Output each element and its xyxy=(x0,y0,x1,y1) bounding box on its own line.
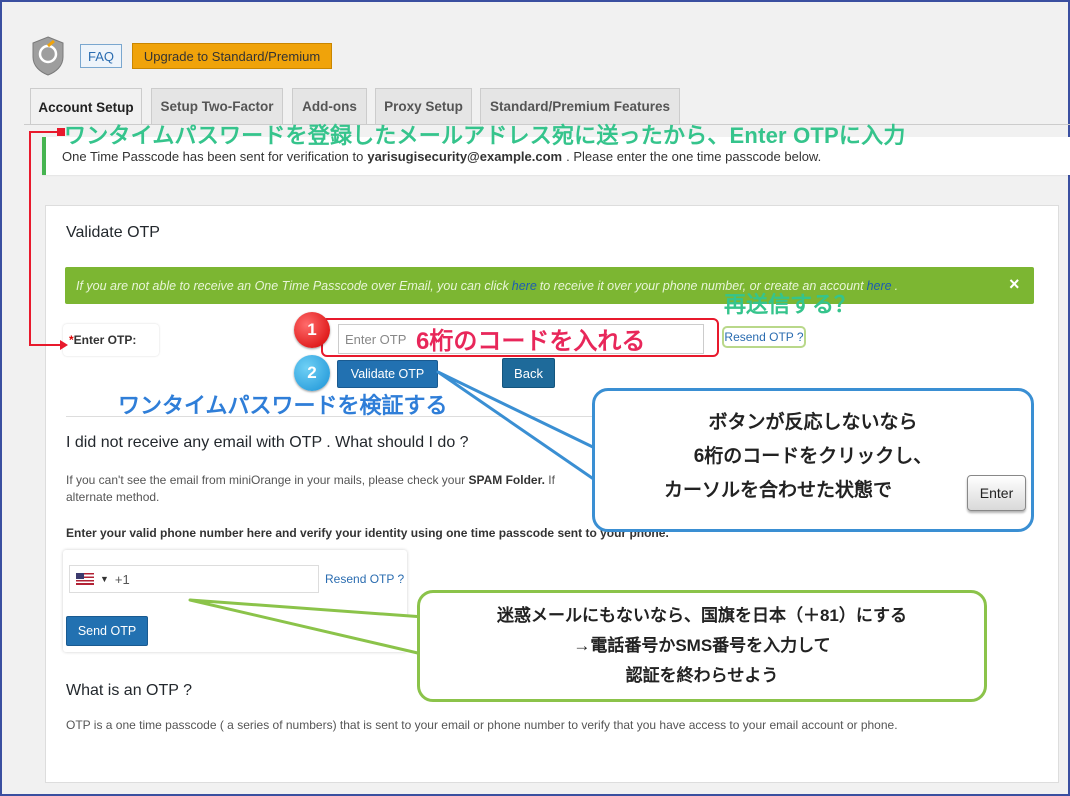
green-tip-line-1: 迷惑メールにもないなら、国旗を日本（＋81）にする xyxy=(496,606,908,625)
spam-text-3: alternate method. xyxy=(66,490,160,504)
otp-label-text: Enter OTP: xyxy=(73,333,137,347)
what-is-otp-text: OTP is a one time passcode ( a series of… xyxy=(66,718,898,732)
blue-tip-line-2: 6桁のコードをクリックし、 xyxy=(693,446,933,467)
step-2-badge: 2 xyxy=(294,355,330,391)
otp-input[interactable]: Enter OTP xyxy=(338,324,704,354)
validate-otp-title: Validate OTP xyxy=(66,224,160,241)
enter-key-icon: Enter xyxy=(967,475,1026,511)
phone-resend-otp-link[interactable]: Resend OTP ? xyxy=(325,572,405,586)
notice-message: One Time Passcode has been sent for veri… xyxy=(54,140,869,172)
resend-annotation: 再送信する？ xyxy=(724,292,857,317)
tab-add-ons[interactable]: Add-ons xyxy=(292,88,367,124)
validate-otp-button[interactable]: Validate OTP xyxy=(337,360,438,388)
email-sent-annotation: ワンタイムパスワードを登録したメールアドレス宛に送ったから、Enter OTPに… xyxy=(64,123,906,148)
plugin-logo-icon xyxy=(30,35,66,77)
green-tip-line-3: 認証を終わらせよう xyxy=(625,666,779,685)
tab-proxy-setup[interactable]: Proxy Setup xyxy=(375,88,472,124)
required-mark: * xyxy=(69,333,74,347)
alert-text-3: . xyxy=(894,278,899,293)
spam-help-text: If you can't see the email from miniOran… xyxy=(66,472,586,506)
what-is-otp-heading: What is an OTP ? xyxy=(66,682,192,699)
faq-button[interactable]: FAQ xyxy=(80,44,122,68)
section-divider xyxy=(66,416,596,417)
notice-suffix: . Please enter the one time passcode bel… xyxy=(566,148,822,164)
phone-here-link[interactable]: here xyxy=(511,278,537,293)
back-button[interactable]: Back xyxy=(502,358,555,388)
tab-premium-features[interactable]: Standard/Premium Features xyxy=(480,88,680,124)
alert-text-2: to receive it over your phone number, or… xyxy=(539,278,864,293)
spam-text-2: If xyxy=(548,473,555,487)
spam-folder-text: SPAM Folder. xyxy=(468,473,545,487)
phone-prefix: +1 xyxy=(114,571,130,587)
alternate-method-alert: If you are not able to receive an One Ti… xyxy=(65,267,1034,304)
spam-text-1: If you can't see the email from miniOran… xyxy=(66,473,466,487)
no-email-heading: I did not receive any email with OTP . W… xyxy=(66,434,469,451)
upgrade-button[interactable]: Upgrade to Standard/Premium xyxy=(132,43,332,69)
phone-number-input[interactable]: ▼ +1 xyxy=(69,565,319,593)
verify-annotation: ワンタイムパスワードを検証する xyxy=(118,393,448,418)
alert-text-1: If you are not able to receive an One Ti… xyxy=(76,278,509,293)
blue-tip-callout: ボタンが反応しないなら 6桁のコードをクリックし、 カーソルを合わせた状態で xyxy=(592,388,1034,532)
tab-divider xyxy=(24,124,1070,125)
green-tip-callout: 迷惑メールにもないなら、国旗を日本（＋81）にする →電話番号かSMS番号を入力… xyxy=(417,590,987,702)
blue-tip-line-1: ボタンが反応しないなら xyxy=(708,412,918,433)
close-icon[interactable]: × xyxy=(1009,274,1020,294)
send-otp-button[interactable]: Send OTP xyxy=(66,616,148,646)
create-account-here-link[interactable]: here xyxy=(866,278,892,293)
step-1-badge: 1 xyxy=(294,312,330,348)
otp-hint-annotation: 6桁のコードを入れる xyxy=(416,328,646,355)
phone-instructions: Enter your valid phone number here and v… xyxy=(66,526,669,540)
us-flag-icon[interactable] xyxy=(76,573,94,585)
notice-prefix: One Time Passcode has been sent for veri… xyxy=(62,148,364,164)
resend-otp-link[interactable]: Resend OTP ? xyxy=(722,326,806,348)
otp-label: * Enter OTP: xyxy=(63,324,159,356)
green-tip-line-2: →電話番号かSMS番号を入力して xyxy=(573,636,831,655)
tab-account-setup[interactable]: Account Setup xyxy=(30,88,142,125)
blue-tip-line-3: カーソルを合わせた状態で xyxy=(663,480,892,501)
chevron-down-icon[interactable]: ▼ xyxy=(100,574,109,584)
tab-setup-two-factor[interactable]: Setup Two-Factor xyxy=(151,88,283,124)
notice-email: yarisugisecurity@example.com xyxy=(367,148,563,164)
